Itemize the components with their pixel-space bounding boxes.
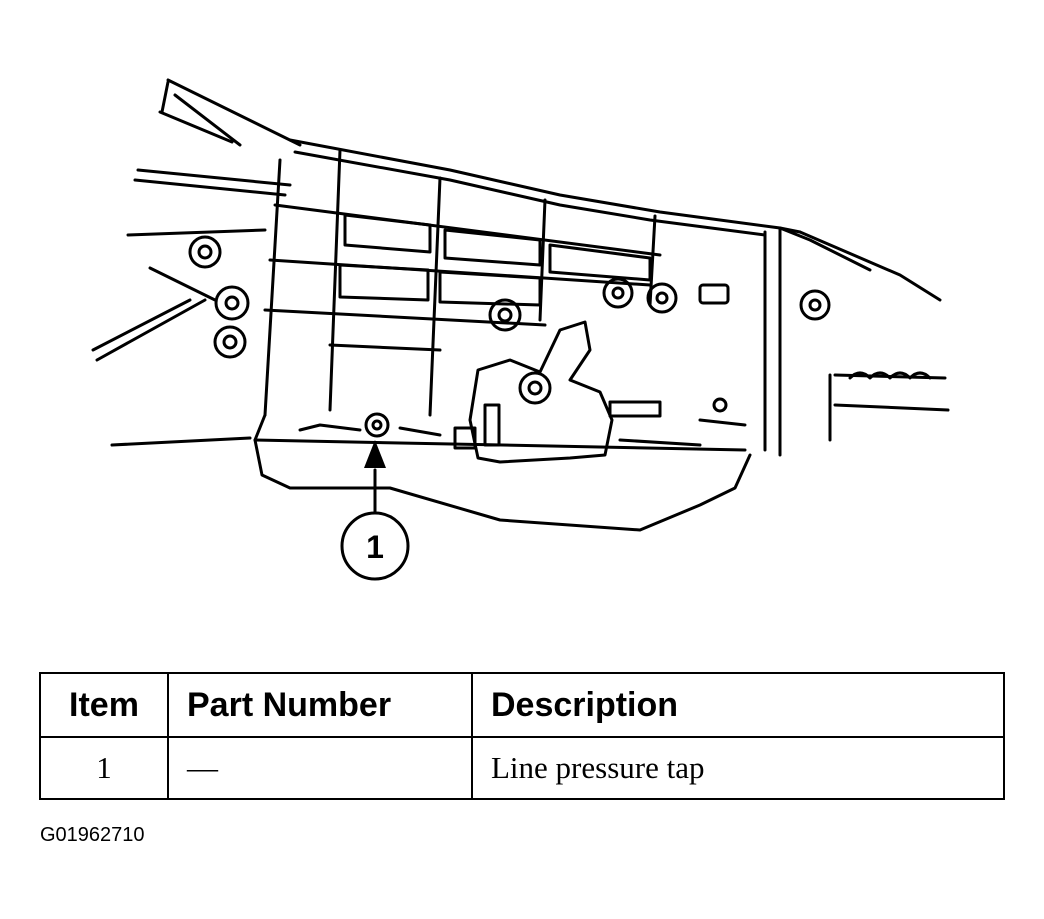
table-header-row: Item Part Number Description xyxy=(39,672,1005,738)
case-ribs xyxy=(263,148,782,457)
cell-description: Line pressure tap xyxy=(471,736,1005,800)
left-shaft-lines xyxy=(91,168,292,362)
table-row: 1 — Line pressure tap xyxy=(39,736,1005,800)
cell-item: 1 xyxy=(39,736,169,800)
upper-frame-lines xyxy=(158,78,302,147)
figure-id: G01962710 xyxy=(40,824,145,846)
header-part-number: Part Number xyxy=(167,672,473,738)
line-pressure-tap-shape xyxy=(364,412,390,438)
cell-part-number: — xyxy=(167,736,473,800)
parts-table: Item Part Number Description 1 — Line pr… xyxy=(39,672,1005,800)
transmission-diagram: 1 xyxy=(91,78,950,581)
header-description: Description xyxy=(471,672,1005,738)
callout-label: 1 xyxy=(366,529,384,565)
tailshaft-outline xyxy=(778,226,950,442)
callout-arrowhead xyxy=(364,440,386,468)
oil-pan-outline xyxy=(253,413,752,532)
callout-circle xyxy=(340,511,410,581)
header-item: Item xyxy=(39,672,169,738)
manual-lever xyxy=(468,320,614,464)
